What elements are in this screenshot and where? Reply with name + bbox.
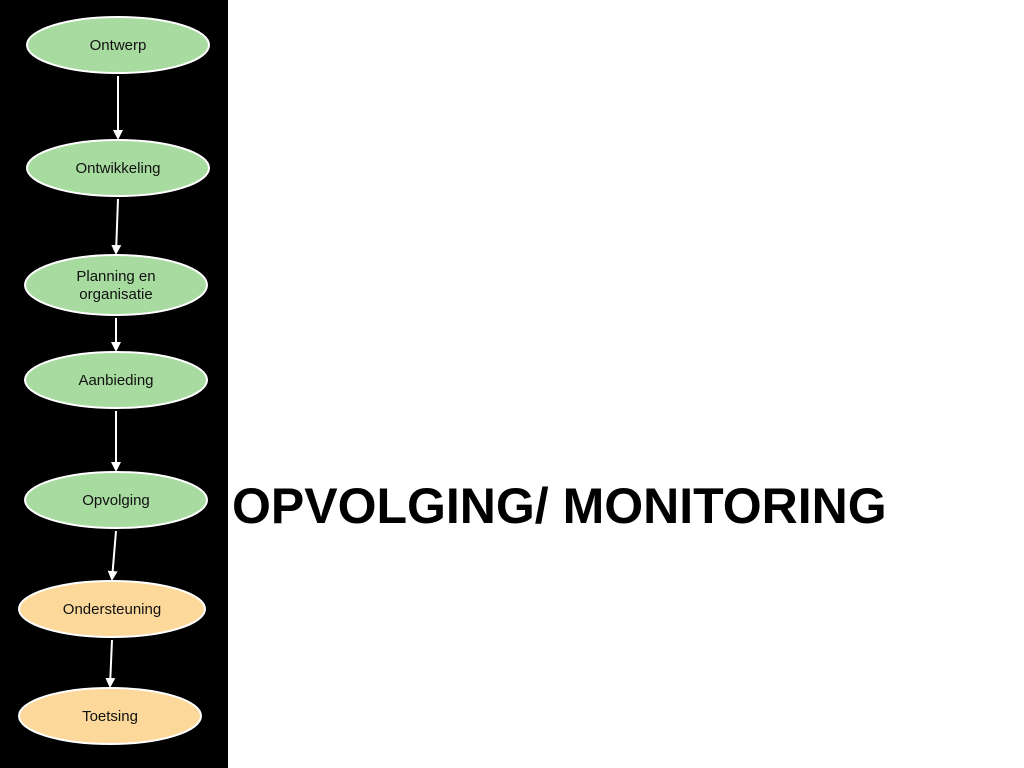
flow-arrow (107, 530, 118, 581)
flow-node-label: Ondersteuning (63, 601, 161, 618)
flow-node-shape (24, 254, 208, 316)
flow-node-shape (26, 139, 210, 197)
flow-node-shape (18, 580, 206, 638)
flow-node-aanbieding: Aanbieding (24, 351, 208, 409)
flow-node-toetsing: Toetsing (18, 687, 202, 745)
slide-title: OPVOLGING/ MONITORING (232, 478, 887, 534)
flow-arrows (105, 76, 123, 688)
flow-node-label: Planning en (76, 268, 155, 285)
flow-node-label: Ontwerp (90, 37, 147, 54)
flow-arrow (105, 639, 116, 688)
flow-node-label: Toetsing (82, 708, 138, 725)
flow-node-shape (24, 351, 208, 409)
flow-node-label: Aanbieding (78, 372, 153, 389)
flow-node-opvolging: Opvolging (24, 471, 208, 529)
flow-arrow (111, 198, 122, 255)
flow-node-ontwerp: Ontwerp (26, 16, 210, 74)
flow-node-ondersteuning: Ondersteuning (18, 580, 206, 638)
flow-node-label: Ontwikkeling (75, 160, 160, 177)
flow-node-shape (18, 687, 202, 745)
flow-node-label: organisatie (79, 286, 152, 303)
flow-node-shape (24, 471, 208, 529)
flow-node-shape (26, 16, 210, 74)
flow-node-ontwikkeling: Ontwikkeling (26, 139, 210, 197)
flow-node-label: Opvolging (82, 492, 150, 509)
